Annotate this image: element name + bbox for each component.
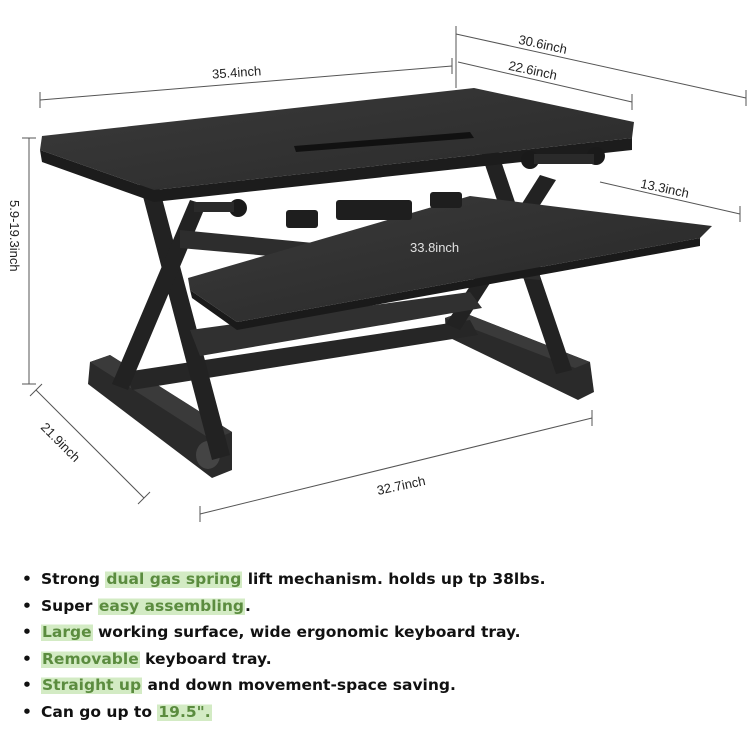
keyboard-tray	[188, 196, 712, 330]
feature-list: • Strong dual gas spring lift mechanism. …	[22, 566, 722, 725]
feature-item: • Can go up to 19.5".	[22, 699, 722, 726]
bullet-icon: •	[22, 649, 32, 668]
feature-text: Can go up to	[41, 702, 158, 721]
dimension-lines	[22, 26, 747, 522]
feature-highlight: easy assembling	[97, 596, 245, 615]
adjust-knob-left	[194, 199, 247, 217]
feature-highlight: dual gas spring	[105, 570, 243, 588]
bullet-icon: •	[22, 676, 32, 694]
standing-desk-illustration: 35.4inch 30.6inch 22.6inch 13.3inch 5.9-…	[7, 26, 747, 522]
dim-tray-width: 33.8inch	[410, 240, 459, 255]
adjust-knob-right	[521, 147, 605, 169]
feature-text: working surface, wide ergonomic keyboard…	[92, 623, 521, 641]
bullet-icon: •	[22, 570, 32, 588]
dim-base-width: 32.7inch	[375, 473, 426, 498]
dim-height-range: 5.9-19.3inch	[7, 200, 22, 272]
feature-text: Strong	[41, 570, 106, 588]
bullet-icon: •	[22, 596, 32, 615]
desk-top	[40, 88, 634, 202]
feature-item: • Removable keyboard tray.	[22, 646, 722, 673]
feature-highlight: 19.5".	[157, 702, 212, 721]
bullet-icon: •	[22, 702, 32, 721]
feature-text: keyboard tray.	[139, 649, 272, 668]
feature-highlight: Removable	[41, 649, 140, 668]
dim-top-width: 35.4inch	[212, 63, 262, 81]
feature-item: • Straight up and down movement-space sav…	[22, 672, 722, 699]
bullet-icon: •	[22, 623, 32, 641]
feature-item: • Large working surface, wide ergonomic k…	[22, 619, 722, 646]
feature-text: Super	[41, 596, 98, 615]
lower-plate	[190, 292, 482, 356]
feature-item: • Strong dual gas spring lift mechanism. …	[22, 566, 722, 593]
tray-clips	[286, 192, 462, 228]
feature-highlight: Large	[41, 623, 93, 641]
feature-text: and down movement-space saving.	[142, 676, 456, 694]
feature-text: .	[244, 596, 251, 615]
feature-highlight: Straight up	[41, 676, 143, 694]
dim-base-depth: 21.9inch	[38, 420, 83, 465]
lower-crossbar	[125, 320, 478, 390]
feature-item: • Super easy assembling.	[22, 593, 722, 620]
feature-text: lift mechanism. holds up tp 38lbs.	[242, 570, 546, 588]
